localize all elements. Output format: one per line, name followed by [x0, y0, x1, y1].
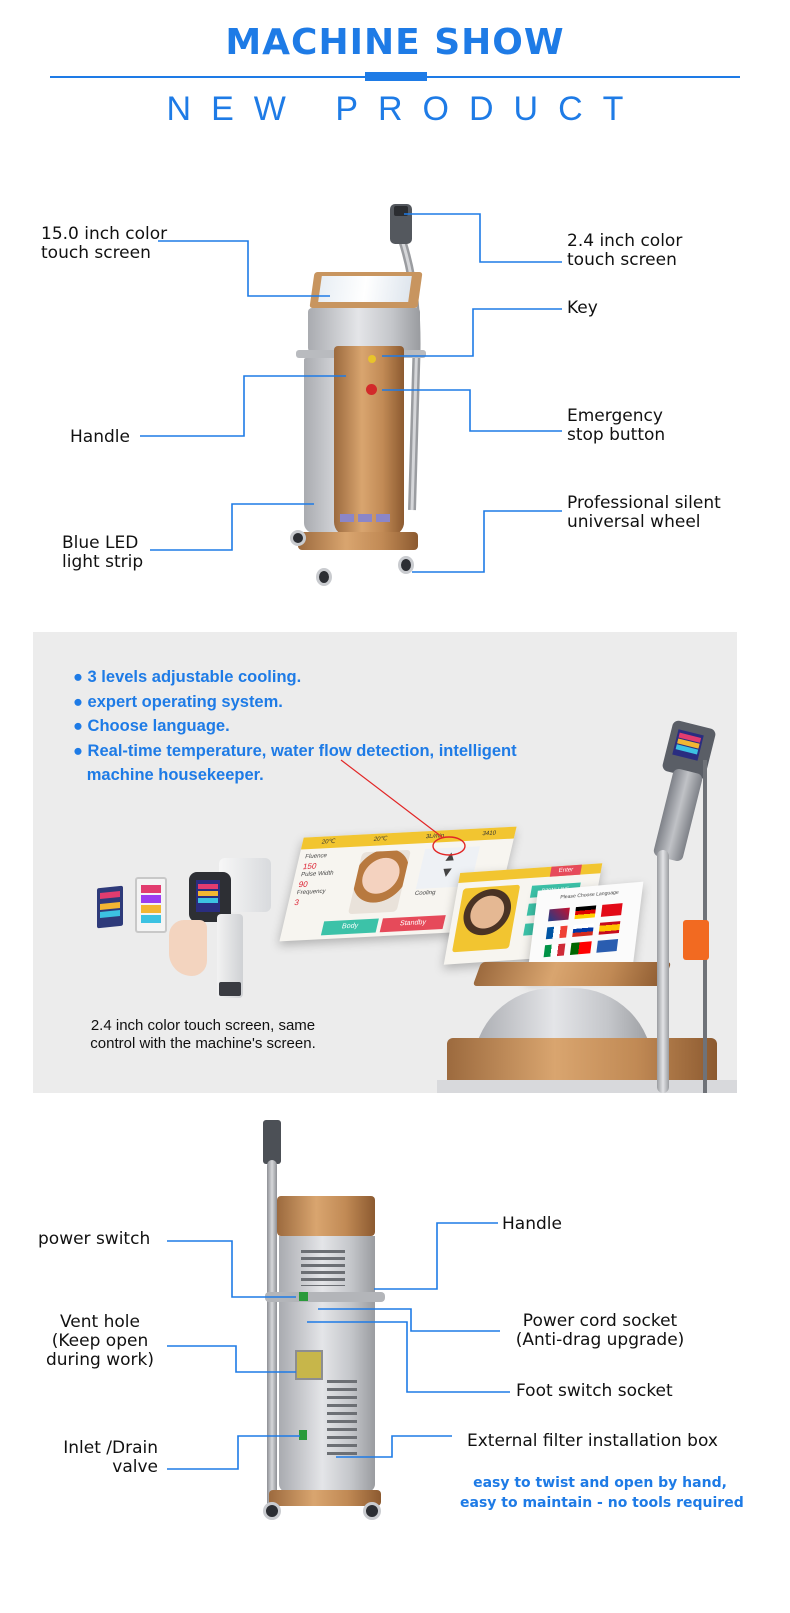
back-vent-upper	[301, 1250, 345, 1286]
wheel	[290, 530, 306, 546]
handpiece-on-stand	[633, 719, 737, 1093]
feature-item: ● Real-time temperature, water flow dete…	[73, 741, 517, 760]
label-line: touch screen	[567, 250, 677, 270]
label-line: stop button	[567, 425, 666, 445]
back-power-switch	[299, 1292, 308, 1301]
machine-closeup	[437, 962, 737, 1093]
page-subtitle: NEW PRODUCT	[166, 90, 644, 128]
label-filter-box: External filter installation box	[467, 1431, 718, 1451]
handpiece-illustration	[169, 858, 279, 998]
label-line: during work)	[45, 1350, 155, 1370]
label-line: valve	[112, 1457, 158, 1477]
led-strip	[340, 514, 392, 522]
label-line: Power cord socket	[522, 1311, 678, 1331]
label-line: (Anti-drag upgrade)	[515, 1330, 685, 1350]
feature-list: ● 3 levels adjustable cooling. ● expert …	[73, 665, 517, 788]
label-vent-hole: Vent hole (Keep open during work)	[40, 1313, 160, 1370]
maintenance-note: easy to twist and open by hand,	[473, 1475, 727, 1491]
label-line: light strip	[62, 552, 144, 572]
label-power-switch: power switch	[38, 1229, 151, 1249]
back-machine-illustration	[255, 1120, 395, 1530]
back-vent-lower	[327, 1380, 357, 1460]
title-divider-accent	[365, 72, 427, 81]
back-handpiece	[263, 1120, 281, 1164]
label-line: 15.0 inch color	[41, 224, 168, 244]
back-base	[269, 1490, 381, 1506]
label-line: Vent hole	[60, 1312, 140, 1332]
label-line: touch screen	[41, 243, 151, 263]
maintenance-note: easy to maintain - no tools required	[460, 1495, 744, 1511]
label-line: Emergency	[567, 406, 663, 426]
pointer-line	[340, 759, 466, 856]
wheel	[363, 1502, 381, 1520]
label-foot-switch: Foot switch socket	[516, 1381, 673, 1401]
label-line: Blue LED	[62, 533, 139, 553]
wheel	[398, 556, 414, 574]
label-15-inch-screen: 15.0 inch color touch screen	[41, 225, 167, 263]
feature-item: ● 3 levels adjustable cooling.	[73, 668, 302, 686]
feature-panel: ● 3 levels adjustable cooling. ● expert …	[33, 632, 737, 1093]
feature-item: ● expert operating system.	[73, 692, 283, 711]
machine-gold-panel	[334, 346, 404, 536]
label-line: 2.4 inch color	[567, 231, 683, 251]
wheel	[263, 1502, 281, 1520]
label-handle-front: Handle	[70, 427, 130, 447]
main-screen-display	[318, 276, 412, 302]
label-line: universal wheel	[567, 512, 701, 532]
back-cable	[267, 1160, 277, 1520]
back-filter-box	[295, 1350, 323, 1380]
label-blue-led: Blue LED light strip	[62, 534, 143, 572]
wheel	[316, 568, 332, 586]
label-line: Professional silent	[567, 493, 721, 513]
machine-base	[298, 532, 418, 550]
caption-line: 2.4 inch color touch screen, same	[90, 1017, 316, 1034]
feature-item: machine housekeeper.	[73, 766, 264, 784]
label-key: Key	[567, 298, 598, 318]
label-inlet-drain: Inlet /Drain valve	[40, 1439, 158, 1477]
label-universal-wheel: Professional silent universal wheel	[567, 494, 721, 532]
label-handle-back: Handle	[502, 1214, 562, 1234]
back-handle-bar	[265, 1292, 385, 1302]
mini-screen-center	[135, 877, 167, 933]
back-screen-top	[277, 1196, 375, 1236]
label-emergency-stop: Emergency stop button	[567, 407, 665, 445]
back-inlet-valve	[299, 1430, 307, 1440]
front-machine-illustration	[290, 200, 440, 595]
label-24-inch-screen: 2.4 inch color touch screen	[567, 232, 682, 270]
label-line: Inlet /Drain	[63, 1438, 158, 1458]
feature-item: ● Choose language.	[73, 717, 230, 735]
page-title: MACHINE SHOW	[225, 22, 565, 63]
emergency-stop	[366, 384, 377, 395]
caption-line: control with the machine's screen.	[90, 1035, 316, 1052]
label-power-cord: Power cord socket (Anti-drag upgrade)	[505, 1312, 695, 1350]
handpiece-caption: 2.4 inch color touch screen, same contro…	[53, 1017, 353, 1053]
key-switch	[368, 355, 376, 363]
label-line: (Keep open	[51, 1331, 149, 1351]
